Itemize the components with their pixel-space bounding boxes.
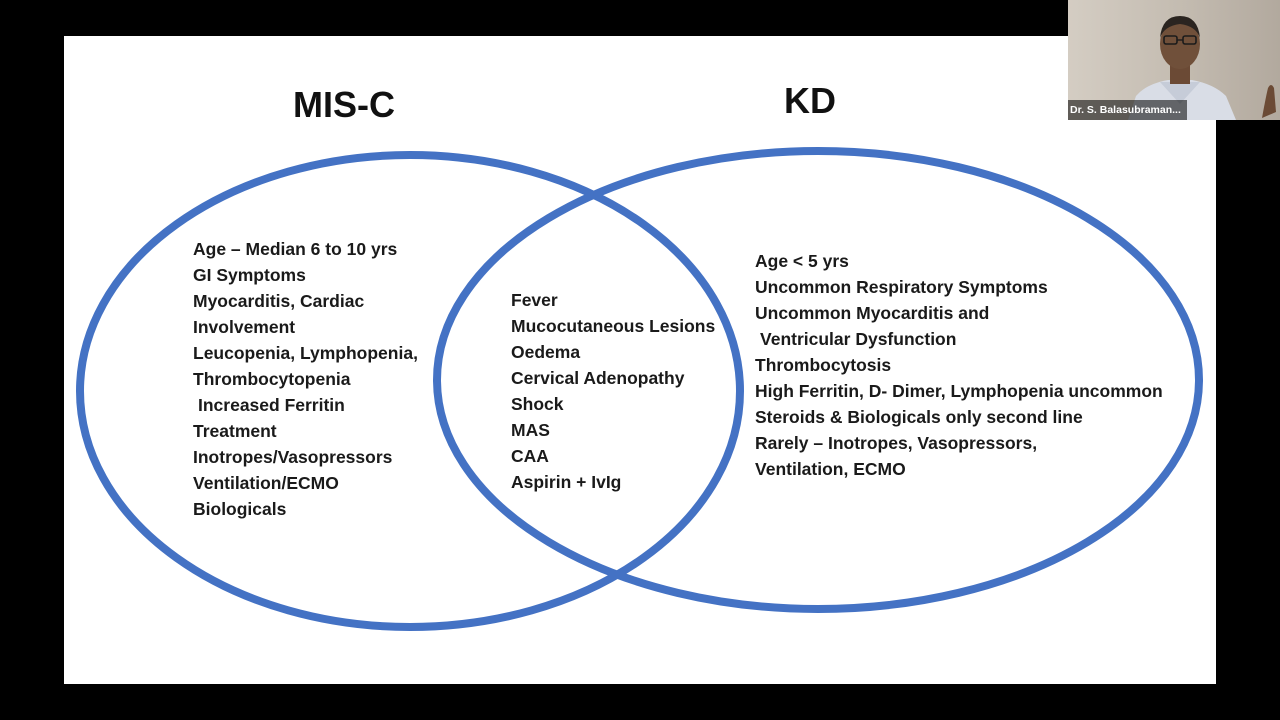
list-item: Biologicals: [193, 499, 287, 519]
list-item: Uncommon Myocarditis and: [755, 303, 990, 323]
list-item: Involvement: [193, 317, 296, 337]
list-item: GI Symptoms: [193, 265, 306, 285]
list-item: Age – Median 6 to 10 yrs: [193, 239, 398, 259]
list-item: Treatment: [193, 421, 277, 441]
list-item: Increased Ferritin: [198, 395, 345, 415]
list-item: Ventricular Dysfunction: [760, 329, 957, 349]
list-item: Rarely – Inotropes, Vasopressors,: [755, 433, 1038, 453]
list-item: Uncommon Respiratory Symptoms: [755, 277, 1048, 297]
list-item: Thrombocytosis: [755, 355, 892, 375]
list-item: Oedema: [511, 342, 581, 362]
list-item: Thrombocytopenia: [193, 369, 351, 389]
list-item: Ventilation, ECMO: [755, 459, 906, 479]
venn-circle-mis-c: [76, 151, 744, 631]
list-item: Aspirin + IvIg: [511, 472, 622, 492]
list-item: Mucocutaneous Lesions: [511, 316, 716, 336]
list-item: Cervical Adenopathy: [511, 368, 685, 388]
mis-c-features-list: Age – Median 6 to 10 yrs GI Symptoms Myo…: [193, 236, 418, 522]
kd-title: KD: [784, 80, 836, 121]
kd-features-list: Age < 5 yrs Uncommon Respiratory Symptom…: [755, 248, 1163, 482]
list-item: CAA: [511, 446, 549, 466]
list-item: Myocarditis, Cardiac: [193, 291, 365, 311]
participant-video-tile[interactable]: Dr. S. Balasubraman...: [1068, 0, 1280, 120]
list-item: Leucopenia, Lymphopenia,: [193, 343, 418, 363]
shared-features-list: Fever Mucocutaneous Lesions Oedema Cervi…: [511, 287, 715, 495]
list-item: Steroids & Biologicals only second line: [755, 407, 1083, 427]
list-item: High Ferritin, D- Dimer, Lymphopenia unc…: [755, 381, 1163, 401]
participant-name-label: Dr. S. Balasubraman...: [1068, 100, 1187, 120]
list-item: Inotropes/Vasopressors: [193, 447, 393, 467]
list-item: Age < 5 yrs: [755, 251, 849, 271]
mis-c-title: MIS-C: [293, 84, 395, 125]
venn-diagram: [76, 147, 1203, 631]
list-item: Fever: [511, 290, 558, 310]
list-item: MAS: [511, 420, 550, 440]
shared-slide: MIS-C KD Age – Median 6 to 10 yrs GI Sym…: [64, 36, 1216, 684]
list-item: Ventilation/ECMO: [193, 473, 339, 493]
venn-circle-kd: [433, 147, 1203, 613]
list-item: Shock: [511, 394, 564, 414]
